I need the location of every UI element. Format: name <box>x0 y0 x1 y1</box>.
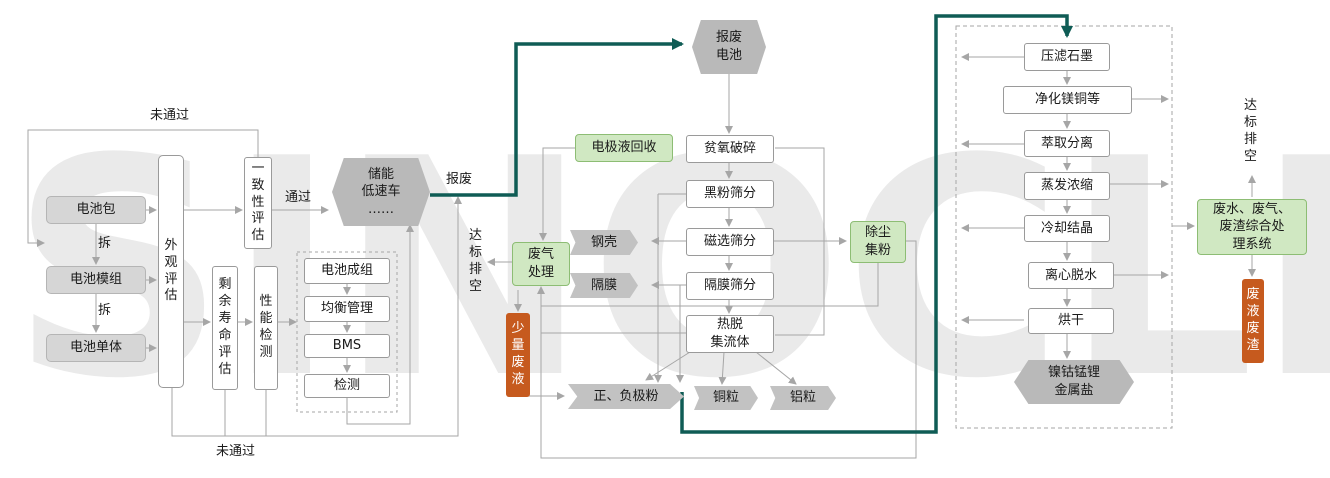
inspection-node: 检测 <box>304 374 390 398</box>
filter-graphite-node: 压滤石墨 <box>1024 43 1110 71</box>
steel-shell-node: 钢壳 <box>570 230 638 255</box>
aluminum-particles-node: 铝粒 <box>770 386 836 410</box>
remaining-life-eval-node: 剩 余 寿 命 评 估 <box>212 266 238 390</box>
thermal-removal-node: 热脱 集流体 <box>686 315 774 353</box>
extraction-separation-node: 萃取分离 <box>1024 130 1110 157</box>
cooling-crystal-node: 冷却结晶 <box>1024 215 1110 242</box>
drying-node: 烘干 <box>1028 308 1114 334</box>
storage-vehicle-node: 储能 低速车 …… <box>332 158 430 226</box>
electrode-powder-node: 正、负极粉 <box>568 384 684 409</box>
dismantle-label: 拆 <box>98 303 112 318</box>
visual-eval-node: 外 观 评 估 <box>158 155 184 388</box>
black-powder-sieve-node: 黑粉筛分 <box>686 180 774 208</box>
performance-test-node: 性 能 检 测 <box>254 266 278 390</box>
scrap-label: 报废 <box>446 172 473 187</box>
separator-sieve-node: 隔膜筛分 <box>686 272 774 300</box>
purify-mg-cu-node: 净化镁铜等 <box>1003 86 1132 114</box>
separator-node: 隔膜 <box>570 273 638 298</box>
oxygen-poor-crushing-node: 贫氧破碎 <box>686 135 774 163</box>
waste-gas-treatment-node: 废气 处理 <box>512 242 570 286</box>
battery-assembly-node: 电池成组 <box>304 258 390 284</box>
emission-right-label: 达 标 排 空 <box>1244 98 1258 164</box>
small-waste-liquid-node: 少 量 废 液 <box>506 313 530 397</box>
not-passed-bottom-label: 未通过 <box>216 444 256 459</box>
waste-liquid-residue-node: 废 液 废 渣 <box>1242 279 1264 363</box>
battery-cell-node: 电池单体 <box>46 334 146 362</box>
passed-label: 通过 <box>285 190 312 205</box>
consistency-eval-node: 一 致 性 评 估 <box>244 157 272 249</box>
bms-node: BMS <box>304 334 390 358</box>
magnetic-sieve-node: 磁选筛分 <box>686 228 774 256</box>
emission-left-label: 达 标 排 空 <box>469 228 483 294</box>
dismantle-label: 拆 <box>98 236 112 251</box>
not-passed-top-label: 未通过 <box>150 108 190 123</box>
integrated-treatment-node: 废水、废气、 废渣综合处 理系统 <box>1197 199 1307 255</box>
copper-particles-node: 铜粒 <box>694 386 758 410</box>
centrifugal-dewater-node: 离心脱水 <box>1028 262 1114 289</box>
electrolyte-recovery-node: 电极液回收 <box>575 134 673 162</box>
scrap-battery-node: 报废 电池 <box>692 20 766 74</box>
dust-powder-node: 除尘 集粉 <box>850 221 906 263</box>
evaporation-concentration-node: 蒸发浓缩 <box>1024 172 1110 200</box>
balance-mgmt-node: 均衡管理 <box>304 296 390 322</box>
metal-salts-node: 镍钴锰锂 金属盐 <box>1014 360 1134 404</box>
battery-pack-node: 电池包 <box>46 196 146 224</box>
battery-module-node: 电池模组 <box>46 266 146 294</box>
